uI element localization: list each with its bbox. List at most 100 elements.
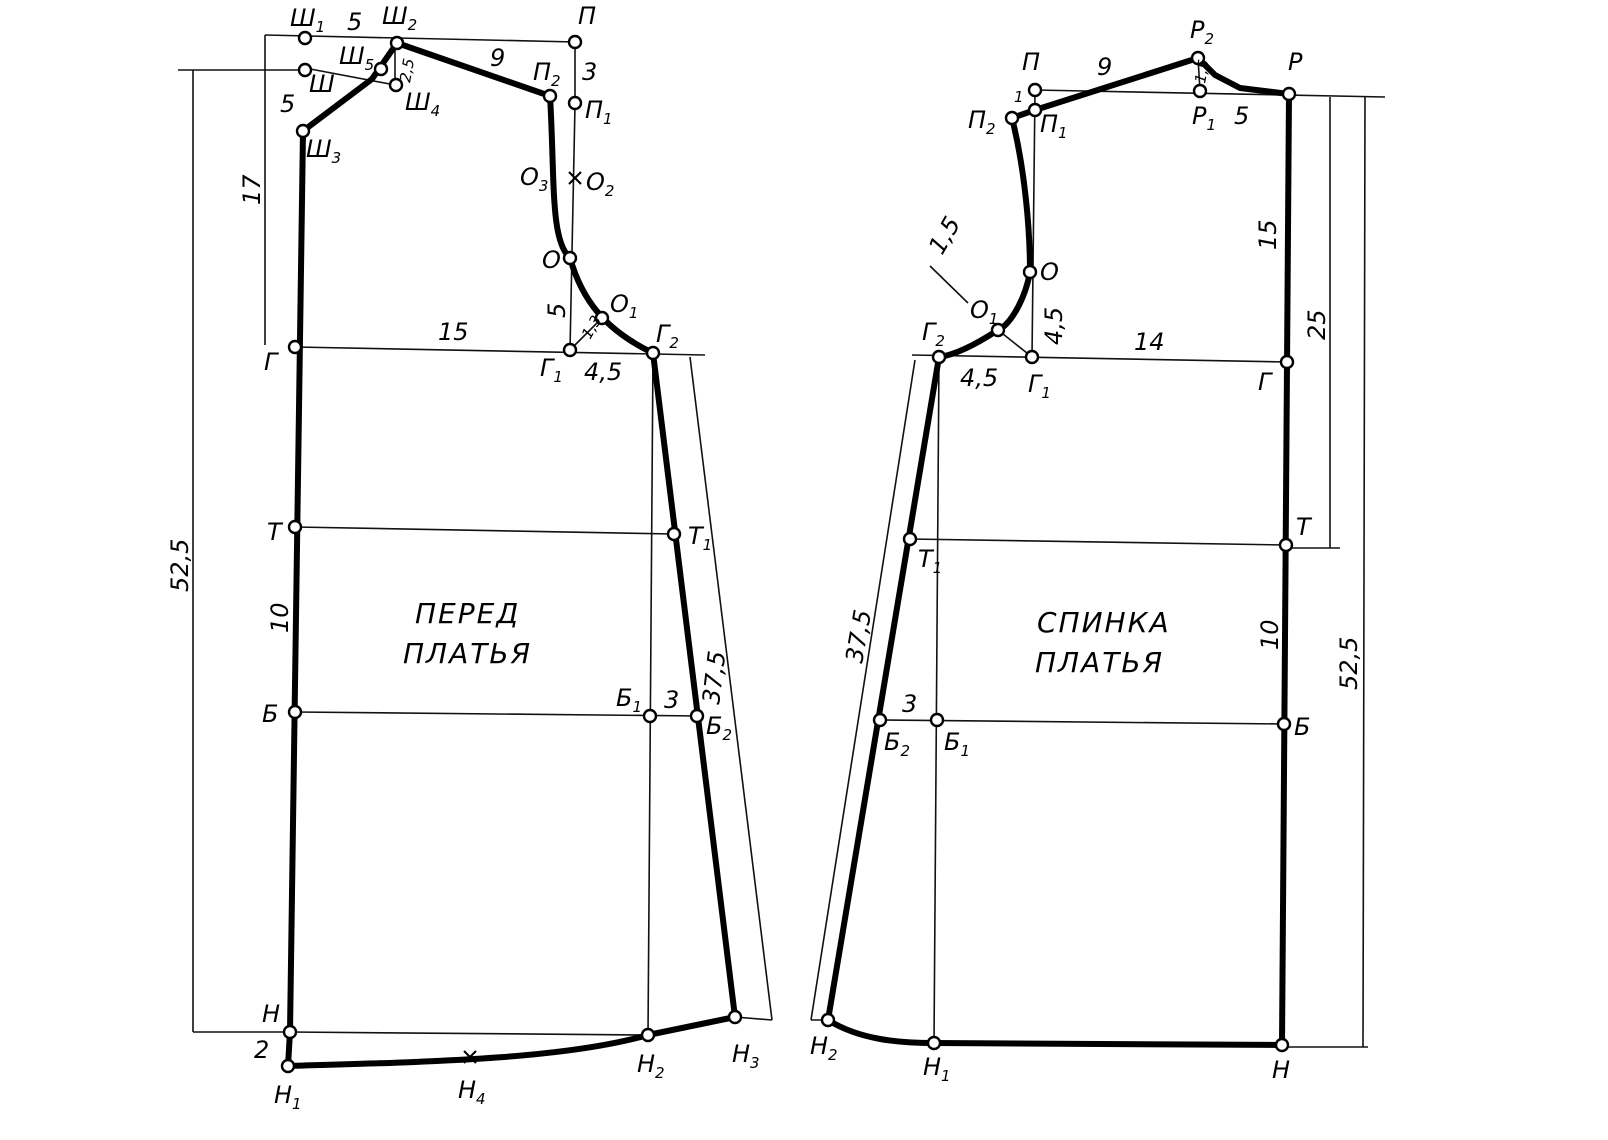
back-G1-vertical (933, 356, 940, 1044)
front-armhole-vertical (569, 104, 576, 351)
front-dim-hem2: 2 (254, 1036, 269, 1064)
back-pattern: П П1 П2 Р2 Р1 Р О О1 Г2 Г1 Г Т1 Т Б2 Б1 … (810, 16, 1386, 1085)
back-hem (825, 1017, 1285, 1048)
back-pt-G1 (1024, 349, 1040, 365)
front-label-Sh1: Ш1 (290, 4, 325, 36)
front-label-G: Г (264, 348, 279, 376)
back-label-B2: Б2 (884, 728, 910, 760)
back-label-R1: Р1 (1192, 102, 1216, 134)
back-pt-P2 (1004, 110, 1020, 126)
back-pt-R2 (1190, 50, 1206, 66)
back-waist-line (909, 538, 1287, 546)
back-pt-N1 (926, 1035, 942, 1051)
back-pt-B (1276, 716, 1292, 732)
front-pt-Sh3 (295, 123, 311, 139)
front-dim-bust3: 3 (664, 686, 679, 714)
back-dim-fifteen: 15 (1254, 219, 1282, 250)
front-pt-B1 (642, 708, 658, 724)
front-top-line (264, 34, 576, 43)
front-pt-N (282, 1024, 298, 1040)
front-pt-G1 (562, 342, 578, 358)
front-pt-Sh2 (389, 35, 405, 51)
front-label-P2: П2 (533, 58, 561, 90)
front-hem-line (289, 1031, 649, 1036)
back-dim-onefive: 1,5 (923, 212, 966, 259)
front-x-N4-b (463, 1050, 477, 1064)
front-dim-three: 3 (582, 58, 597, 86)
back-points (820, 50, 1297, 1053)
back-pt-O1 (990, 322, 1006, 338)
front-pt-Sh4 (388, 77, 404, 93)
back-dim-ten: 10 (1256, 619, 1284, 650)
front-points (280, 30, 743, 1074)
front-label-Sh: Ш (309, 70, 335, 98)
front-label-G2: Г2 (656, 320, 679, 352)
back-dim-five: 5 (1234, 102, 1249, 130)
front-label-O3: О3 (520, 163, 548, 195)
back-pt-N (1274, 1037, 1290, 1053)
front-title-line1: ПЕРЕД (415, 597, 520, 630)
front-pt-B2 (689, 708, 705, 724)
front-label-P1: П1 (585, 96, 613, 128)
front-label-T: Т (267, 518, 284, 546)
front-label-O: О (542, 246, 561, 274)
front-pt-O (562, 250, 578, 266)
front-chest-line (294, 346, 706, 356)
front-pt-P (567, 34, 583, 50)
front-label-Sh5: Ш5 (339, 42, 374, 74)
front-pt-B (287, 704, 303, 720)
back-label-T: Т (1296, 513, 1313, 541)
front-label-N3: Н3 (732, 1040, 760, 1072)
front-dim-nine: 9 (490, 44, 505, 72)
back-dim-twentyfive: 25 (1303, 309, 1331, 340)
back-pt-G2 (931, 349, 947, 365)
front-pt-N1 (280, 1058, 296, 1074)
back-chest-line (911, 354, 1288, 363)
back-side-seam (825, 354, 942, 1023)
front-side-seam (650, 350, 738, 1020)
front-side-outer (689, 356, 773, 1021)
front-dim-fourfive: 4,5 (584, 358, 622, 386)
back-label-R: Р (1288, 48, 1303, 76)
back-label-R2: Р2 (1190, 16, 1214, 48)
back-title-line2: ПЛАТЬЯ (1035, 646, 1164, 679)
front-dim-total: 52,5 (166, 539, 194, 592)
front-label-N4: Н4 (458, 1076, 486, 1108)
front-label-O2: О2 (586, 168, 614, 200)
back-label-P2: П2 (968, 106, 996, 138)
front-pt-Sh (297, 62, 313, 78)
back-labels: П П1 П2 Р2 Р1 Р О О1 Г2 Г1 Г Т1 Т Б2 Б1 … (810, 16, 1313, 1085)
back-shoulder (1032, 55, 1201, 113)
front-dim-armhole5: 5 (543, 303, 571, 318)
back-dimensions: 9 1 1,5 5 15 25 1,5 4,5 4,5 14 10 52,5 3… (840, 53, 1363, 718)
back-label-G2: Г2 (922, 318, 945, 350)
back-dim-onefive-small: 1,5 (1191, 58, 1213, 85)
back-center (1279, 91, 1292, 1048)
back-total-line (1362, 96, 1366, 1048)
front-x-O2-b (568, 171, 582, 185)
back-label-N2: Н2 (810, 1032, 838, 1064)
front-label-B2: Б2 (706, 712, 732, 744)
front-label-N: Н (262, 1000, 280, 1028)
back-pt-G (1279, 354, 1295, 370)
front-pt-Sh5 (373, 61, 389, 77)
front-pattern: Ш1 Ш2 Ш Ш5 Ш4 Ш3 П П2 П1 О3 О2 О О1 Г Г1… (166, 2, 773, 1113)
front-center (287, 128, 306, 1035)
back-pt-O (1022, 264, 1038, 280)
back-dim-side: 37,5 (840, 608, 877, 665)
front-pt-T1 (666, 526, 682, 542)
back-dim-fourfive-v: 4,5 (1040, 307, 1068, 345)
front-label-Sh4: Ш4 (405, 88, 440, 120)
back-armhole (936, 107, 1038, 360)
front-dim-ten: 10 (266, 602, 294, 633)
front-pt-N3 (727, 1009, 743, 1025)
front-label-G1: Г1 (540, 354, 563, 386)
back-label-B1: Б1 (944, 728, 970, 760)
back-dim-total: 52,5 (1335, 637, 1363, 690)
back-dim-fourteen: 14 (1134, 328, 1165, 356)
back-pt-B2 (872, 712, 888, 728)
back-hip-line (879, 719, 1285, 725)
front-pt-T (287, 519, 303, 535)
front-hem-curve (285, 1014, 738, 1069)
